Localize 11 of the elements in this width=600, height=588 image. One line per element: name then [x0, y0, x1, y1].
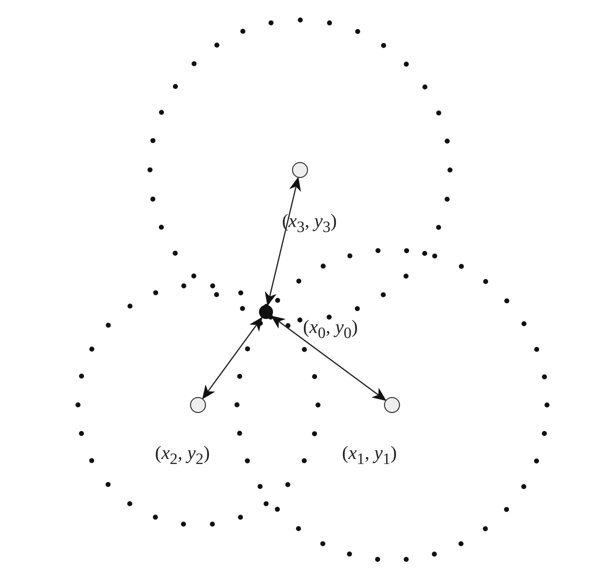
- double-arrow: [264, 176, 301, 306]
- anchor-node-circle: [384, 397, 400, 413]
- double-arrow: [202, 316, 262, 400]
- double-arrow: [270, 316, 386, 401]
- anchor-node-circle: [292, 162, 308, 178]
- coordinate-label: (x$_{3}$, y$_{3}$): [282, 212, 337, 236]
- anchor-node-circle: [190, 397, 206, 413]
- unknown-position-dot: [259, 305, 273, 319]
- coordinate-label: (x$_{1}$, y$_{1}$): [342, 444, 397, 468]
- coordinate-label: (x$_{0}$, y$_{0}$): [303, 318, 358, 342]
- coordinate-label: (x$_{2}$, y$_{2}$): [155, 444, 210, 468]
